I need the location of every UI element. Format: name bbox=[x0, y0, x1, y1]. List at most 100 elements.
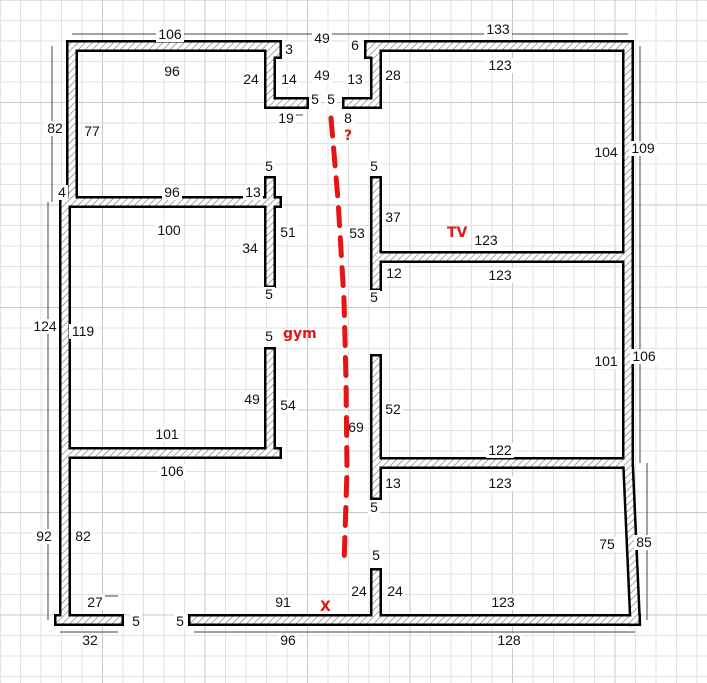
dimension-label: 54 bbox=[280, 397, 296, 413]
dimension-label: 100 bbox=[157, 222, 181, 238]
dimension-label: 106 bbox=[632, 348, 656, 364]
dimension-label: 5 bbox=[265, 286, 273, 302]
dimension-label-bg bbox=[342, 111, 354, 126]
dimension-label-bg bbox=[278, 633, 298, 648]
wall-hatch bbox=[624, 459, 639, 624]
dimension-label: 96 bbox=[164, 184, 180, 200]
dimension-label: 5 bbox=[265, 158, 273, 174]
dimension-label-bg bbox=[156, 27, 184, 42]
question-mark-annotation: ? bbox=[344, 128, 352, 144]
dimension-label: 27 bbox=[87, 594, 103, 610]
dimension-label-bg bbox=[383, 476, 403, 491]
dimension-label: 109 bbox=[631, 140, 655, 156]
dimension-label-bg bbox=[278, 398, 298, 413]
dimension-label-bg bbox=[597, 537, 617, 552]
dimension-label-bg bbox=[31, 319, 59, 334]
dimension-label-bg bbox=[130, 614, 142, 629]
walls bbox=[54, 40, 642, 627]
dimension-label: 91 bbox=[275, 594, 291, 610]
dashed-path bbox=[328, 115, 350, 568]
x-mark-annotation: X bbox=[320, 599, 331, 615]
dimension-label: 92 bbox=[36, 528, 52, 544]
dimension-label-bg bbox=[69, 324, 97, 339]
dimension-label: 49 bbox=[314, 30, 330, 46]
dimension-label: 77 bbox=[84, 123, 100, 139]
dimension-label-bg bbox=[484, 22, 512, 37]
dimension-label: 53 bbox=[349, 225, 365, 241]
dimension-label-bg bbox=[634, 535, 654, 550]
dimension-label-bg bbox=[34, 529, 54, 544]
dimension-label-bg bbox=[312, 31, 332, 46]
dimension-label: 123 bbox=[488, 57, 512, 73]
dimension-label: 24 bbox=[243, 71, 259, 87]
dimension-label: 5 bbox=[327, 91, 335, 107]
dimension-label-bg bbox=[73, 529, 93, 544]
dimension-label-bg bbox=[629, 141, 657, 156]
dimension-label: 104 bbox=[594, 144, 618, 160]
dimension-label-bg bbox=[276, 111, 296, 126]
dimension-label-bg bbox=[278, 225, 298, 240]
dimension-label: 5 bbox=[265, 328, 273, 344]
dimension-label: 101 bbox=[155, 426, 179, 442]
dimension-label-bg bbox=[312, 68, 332, 83]
dimension-label-bg bbox=[486, 476, 514, 491]
gym-annotation: gym bbox=[283, 326, 317, 342]
dimension-label: 96 bbox=[164, 63, 180, 79]
dimension-label-bg bbox=[592, 145, 620, 160]
dimension-label-bg bbox=[345, 72, 365, 87]
dimension-label-bg bbox=[242, 392, 262, 407]
dimension-label-bg bbox=[495, 633, 523, 648]
dimension-label: 6 bbox=[351, 37, 359, 53]
dimension-label: 28 bbox=[385, 67, 401, 83]
dimension-label-bg bbox=[368, 500, 380, 515]
dimension-label: 133 bbox=[486, 21, 510, 37]
dimension-label-bg bbox=[630, 349, 658, 364]
dimension-label-bg bbox=[383, 68, 403, 83]
dimension-label: 101 bbox=[594, 353, 618, 369]
dimension-label-bg bbox=[486, 58, 514, 73]
dimension-label: 122 bbox=[488, 442, 512, 458]
dimension-label-bg bbox=[283, 42, 295, 57]
dimension-label-bg bbox=[325, 92, 337, 107]
dimension-label: 8 bbox=[344, 110, 352, 126]
dimension-label: 19 bbox=[278, 110, 294, 126]
dimension-label-bg bbox=[486, 268, 514, 283]
dimension-label-bg bbox=[273, 595, 293, 610]
dimension-label-bg bbox=[243, 185, 263, 200]
dimension-label: 123 bbox=[491, 594, 515, 610]
dimension-label: 4 bbox=[58, 184, 66, 200]
dimension-label-bg bbox=[309, 92, 321, 107]
dimension-label-bg bbox=[489, 595, 517, 610]
dimension-label: 34 bbox=[242, 240, 258, 256]
dimension-label: 123 bbox=[488, 475, 512, 491]
dimension-label-bg bbox=[82, 124, 102, 139]
dimension-label-bg bbox=[368, 290, 380, 305]
dimension-label: 5 bbox=[132, 613, 140, 629]
dimension-label-bg bbox=[162, 64, 182, 79]
dimension-label: 5 bbox=[372, 547, 380, 563]
dimension-label-bg bbox=[80, 633, 100, 648]
dimension-label: 123 bbox=[488, 267, 512, 283]
dimension-label-bg bbox=[384, 266, 404, 281]
dimension-label-bg bbox=[347, 226, 367, 241]
red-annotations: ? TV gym X bbox=[283, 115, 468, 615]
dimension-label: 82 bbox=[47, 120, 63, 136]
dimension-label: 123 bbox=[474, 232, 498, 248]
dimension-label-bg bbox=[486, 443, 514, 458]
dimension-label: 32 bbox=[82, 632, 98, 648]
dimension-label-bg bbox=[174, 614, 186, 629]
dimension-label-bg bbox=[383, 210, 403, 225]
dimension-label-bg bbox=[85, 595, 105, 610]
dimension-label-bg bbox=[45, 121, 65, 136]
dimension-label-bg bbox=[370, 548, 382, 563]
dimension-label: 14 bbox=[281, 71, 297, 87]
dimension-label: 37 bbox=[385, 209, 401, 225]
dimension-label-bg bbox=[155, 223, 183, 238]
dimension-label-bg bbox=[241, 72, 261, 87]
dimension-label: 5 bbox=[311, 91, 319, 107]
dimension-label-bg bbox=[472, 233, 500, 248]
dimension-label: 85 bbox=[636, 534, 652, 550]
dimension-label-bg bbox=[368, 159, 380, 174]
dimension-label-bg bbox=[162, 185, 182, 200]
